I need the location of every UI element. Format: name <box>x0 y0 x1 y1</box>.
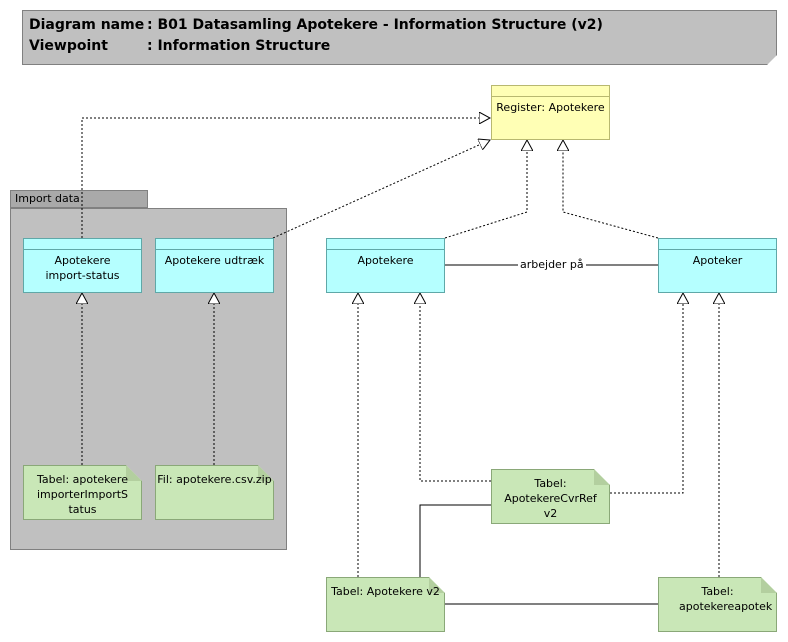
object-udtraek[interactable]: Apotekere udtræk <box>155 238 274 293</box>
artifact-label: Fil: apotekere.csv.zip <box>157 473 272 486</box>
realization-cvrref-apoteker[interactable] <box>610 293 683 494</box>
artifact-label: Tabel: apotekereapotek <box>679 585 773 613</box>
object-apoteker[interactable]: Apoteker <box>658 238 777 293</box>
register-label: Register: Apotekere <box>496 101 605 114</box>
realization-cvrref-apotekere[interactable] <box>420 293 491 482</box>
diagram-name-key: Diagram name <box>29 17 145 33</box>
viewpoint: : Information Structure <box>147 38 331 54</box>
object-label: Apotekere udtræk <box>164 254 265 267</box>
diagram-header: Diagram name: B01 Datasamling Apotekere … <box>22 10 777 65</box>
artifact-fil-zip[interactable]: Fil: apotekere.csv.zip <box>155 465 274 520</box>
object-import-status[interactable]: Apotekere import-status <box>23 238 142 293</box>
artifact-label: Tabel: ApotekereCvrRef v2 <box>504 477 597 520</box>
artifact-label: Tabel: apotekereimporterImportStatus <box>36 473 129 516</box>
realization-udtraek-register[interactable] <box>272 140 490 239</box>
object-apotekere[interactable]: Apotekere <box>326 238 445 293</box>
viewpoint-key: Viewpoint <box>29 38 108 54</box>
object-label: Apoteker <box>692 254 743 267</box>
diagram-name: : B01 Datasamling Apotekere - Informatio… <box>147 17 603 33</box>
specialization-apoteker-register[interactable] <box>563 140 659 239</box>
association-cvrref-apotekere-v2[interactable] <box>419 504 491 577</box>
object-label: Apotekere import-status <box>45 254 120 282</box>
realization-importstatus-register[interactable] <box>81 118 490 238</box>
artifact-tabel-apotekere[interactable]: Tabel: Apotekere v2 <box>326 577 445 632</box>
artifact-label: Tabel: Apotekere v2 <box>331 585 440 598</box>
object-label: Apotekere <box>357 254 414 267</box>
artifact-tabel-cvrref[interactable]: Tabel: ApotekereCvrRef v2 <box>491 469 610 524</box>
artifact-tabel-importstatus[interactable]: Tabel: apotekereimporterImportStatus <box>23 465 142 520</box>
artifact-tabel-apotekereapotek[interactable]: Tabel: apotekereapotek <box>658 577 777 632</box>
register-apotekere[interactable]: Register: Apotekere <box>491 85 610 140</box>
specialization-apotekere-register[interactable] <box>444 140 527 239</box>
relation-label-arbejder-paa: arbejder på <box>518 258 586 271</box>
group-import-data-tab[interactable]: Import data <box>10 190 148 208</box>
